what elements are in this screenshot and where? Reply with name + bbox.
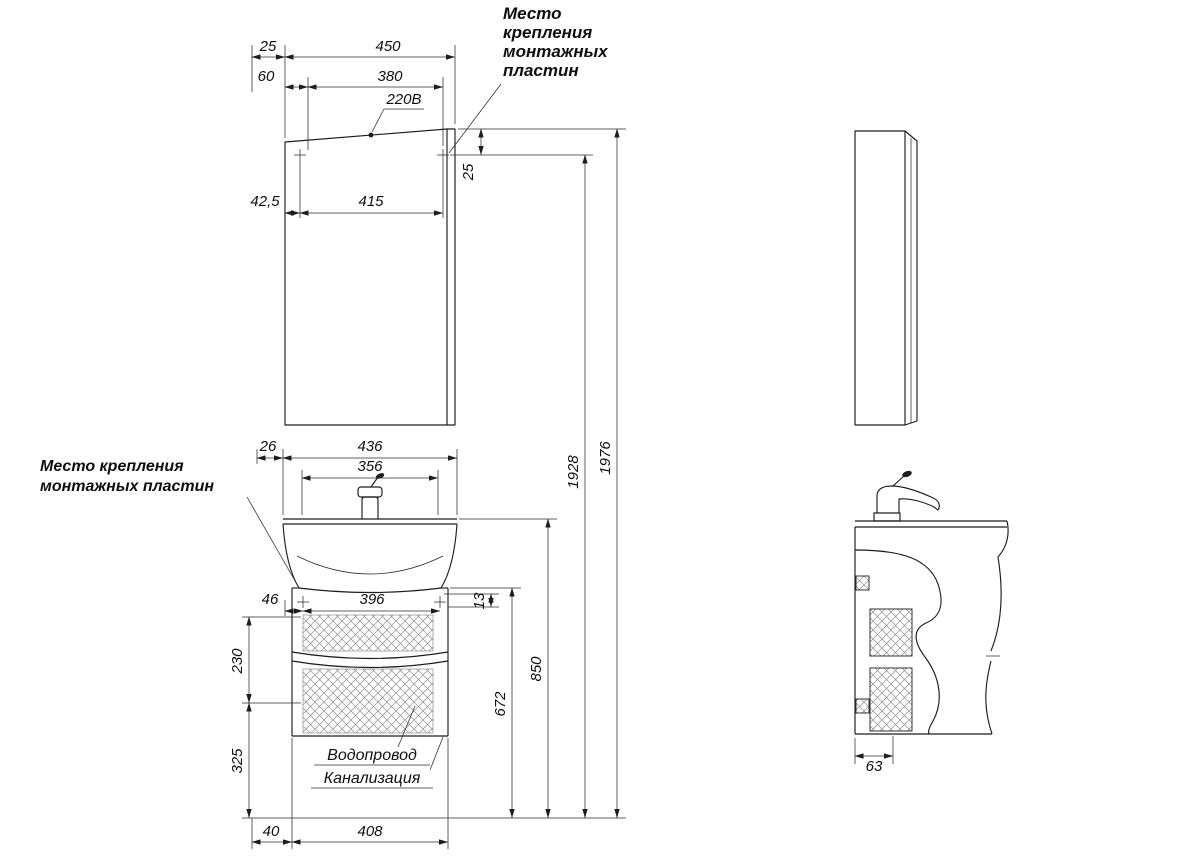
vanity-front-view (282, 473, 458, 737)
vanity-top-dimensions: 26 436 356 (256, 438, 458, 515)
label-sewerage: Канализация (324, 770, 421, 787)
pipe-zone-upper-hatch (302, 614, 434, 652)
drawer-front-profile (915, 583, 942, 735)
sewerage-leader (429, 736, 444, 771)
dim-mirror-plate-offset: 42,5 (250, 193, 280, 210)
label-power-outlet: 220В (385, 91, 421, 108)
dim-cabinet-height: 672 (492, 691, 509, 717)
drawer-box-lower-section (869, 667, 913, 732)
mirror-mounting-plate-right (437, 149, 449, 161)
dim-side-bracket-depth: 63 (866, 758, 883, 775)
power-outlet-leader (371, 108, 385, 133)
label-mounting-top-line3: монтажных (503, 42, 609, 61)
vanity-right-dimensions: 672 850 (450, 518, 557, 818)
dim-vanity-width: 436 (357, 438, 383, 455)
label-water-supply: Водопровод (327, 747, 417, 764)
dim-mirror-mount-span: 380 (377, 68, 403, 85)
drawer-box-upper-section (869, 608, 913, 657)
dim-mirror-edge-offset: 25 (259, 38, 277, 55)
dim-vanity-plate-span: 396 (359, 591, 385, 608)
dim-vanity-plate-drop: 13 (471, 592, 488, 609)
dim-vanity-edge-offset: 26 (259, 438, 277, 455)
wall-bracket-upper (855, 575, 870, 591)
vanity-mounting-plate-left (297, 596, 309, 608)
dim-mirror-plate-span: 415 (358, 193, 384, 210)
mounting-left-leader (246, 496, 299, 587)
dim-vanity-bottom-span: 408 (357, 823, 383, 840)
drawer-divider-lower (291, 660, 449, 669)
faucet-front (357, 473, 385, 519)
vanity-cabinet-front (291, 587, 449, 737)
water-supply-leader (397, 705, 416, 748)
label-mounting-top-line4: пластин (503, 61, 579, 80)
mirror-mounting-plate-left (294, 149, 306, 161)
vanity-mounting-plate-right (434, 596, 446, 608)
vanity-cabinet-side (854, 527, 1002, 735)
label-mounting-left-line2: монтажных пластин (40, 478, 214, 495)
power-outlet-point (368, 132, 374, 138)
dim-vanity-plate-offset: 46 (262, 591, 279, 608)
vanity-left-dimensions: 230 325 (229, 616, 301, 818)
mirror-cabinet-outline (284, 128, 456, 426)
dim-vanity-bottom-offset: 40 (263, 823, 280, 840)
label-mounting-top-line2: крепления (503, 23, 592, 42)
mounting-top-leader (448, 83, 502, 154)
drawer-divider-upper (291, 651, 449, 660)
annotation-plumbing: Водопровод Канализация (311, 705, 444, 789)
mirror-plate-dimensions: 42,5 415 25 (250, 128, 484, 218)
vanity-side-view: 63 (854, 470, 1009, 775)
mirror-side-view (854, 130, 918, 426)
label-mounting-left-line1: Место крепления (40, 458, 184, 475)
annotation-mounting-plates-top: Место крепления монтажных пластин (448, 4, 609, 154)
washbasin-front (282, 518, 458, 594)
dim-pipe-zone-height: 230 (229, 648, 246, 675)
faucet-side (873, 470, 940, 522)
label-mounting-top-line1: Место (503, 4, 562, 23)
dim-vanity-basin-span: 356 (357, 458, 383, 475)
dim-total-height: 1976 (597, 441, 614, 475)
mirror-side-body (854, 130, 906, 426)
overall-height-dimensions: 1928 1976 (242, 128, 626, 819)
dim-pipe-zone-bottom: 325 (229, 748, 246, 774)
washbasin-side (854, 520, 1009, 585)
side-depth-dimension: 63 (854, 736, 894, 775)
pipe-zone-lower-hatch (302, 668, 434, 734)
dim-mirror-width: 450 (375, 38, 401, 55)
annotation-mounting-plates-left: Место крепления монтажных пластин (40, 458, 299, 587)
mirror-top-dimensions: 25 450 60 380 220В (251, 38, 456, 150)
dim-vanity-total-height: 850 (528, 656, 545, 682)
vanity-plate-dimensions: 46 396 13 (262, 591, 499, 616)
dim-mirror-mount-offset: 60 (258, 68, 275, 85)
mirror-front-view (284, 128, 456, 426)
dim-mount-height: 1928 (565, 455, 582, 489)
dim-mirror-plate-drop: 25 (460, 163, 477, 181)
wall-bracket-lower (855, 698, 870, 714)
vanity-bottom-dimensions: 40 408 (251, 738, 449, 849)
